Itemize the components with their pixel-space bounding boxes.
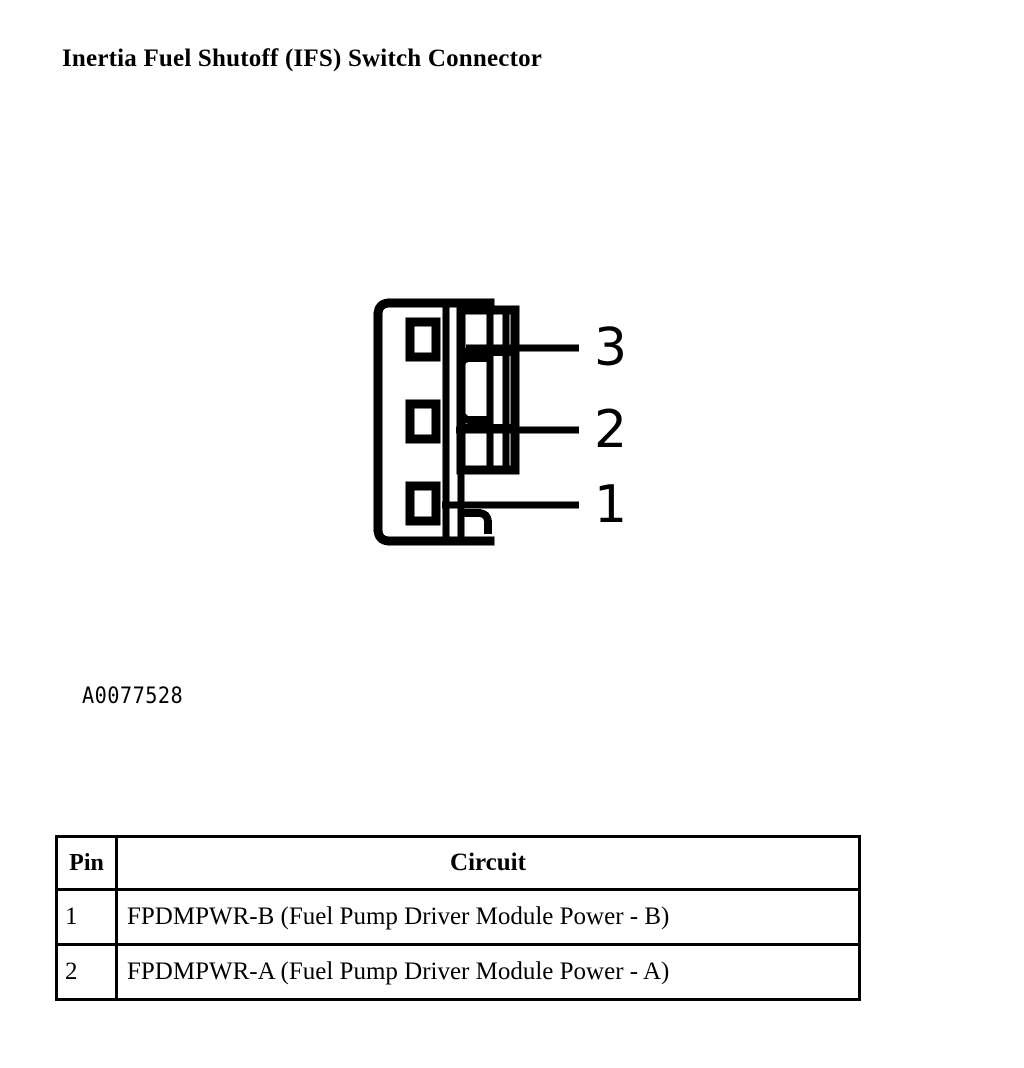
pin-table-container: Pin Circuit 1 FPDMPWR-B (Fuel Pump Drive… — [55, 835, 861, 1001]
table-row: 1 FPDMPWR-B (Fuel Pump Driver Module Pow… — [55, 888, 861, 946]
column-header-pin: Pin — [55, 835, 118, 891]
cell-pin: 2 — [55, 943, 118, 1001]
pin-callout-3: 3 — [594, 318, 628, 378]
latch-tab — [457, 354, 487, 424]
column-header-circuit: Circuit — [115, 835, 861, 891]
cavity-square-top — [405, 317, 441, 362]
pin-callout-1: 1 — [594, 475, 628, 535]
connector-bottom-lip — [461, 509, 492, 534]
cavity-square-middle — [405, 399, 441, 444]
connector-body-outline — [373, 298, 495, 546]
cell-circuit: FPDMPWR-A (Fuel Pump Driver Module Power… — [115, 943, 861, 1001]
figure-id-label: A0077528 — [82, 684, 184, 709]
pin-circuit-table: Pin Circuit 1 FPDMPWR-B (Fuel Pump Drive… — [55, 835, 861, 1001]
connector-diagram: 3 2 1 — [373, 298, 628, 546]
table-row: 2 FPDMPWR-A (Fuel Pump Driver Module Pow… — [55, 943, 861, 1001]
cell-circuit: FPDMPWR-B (Fuel Pump Driver Module Power… — [115, 888, 861, 946]
page-title: Inertia Fuel Shutoff (IFS) Switch Connec… — [62, 45, 543, 72]
cell-pin: 1 — [55, 888, 118, 946]
table-header-row: Pin Circuit — [55, 835, 861, 891]
pin-callout-2: 2 — [594, 400, 628, 460]
cavity-square-bottom — [405, 481, 441, 526]
connector-drawing-svg — [373, 298, 579, 546]
